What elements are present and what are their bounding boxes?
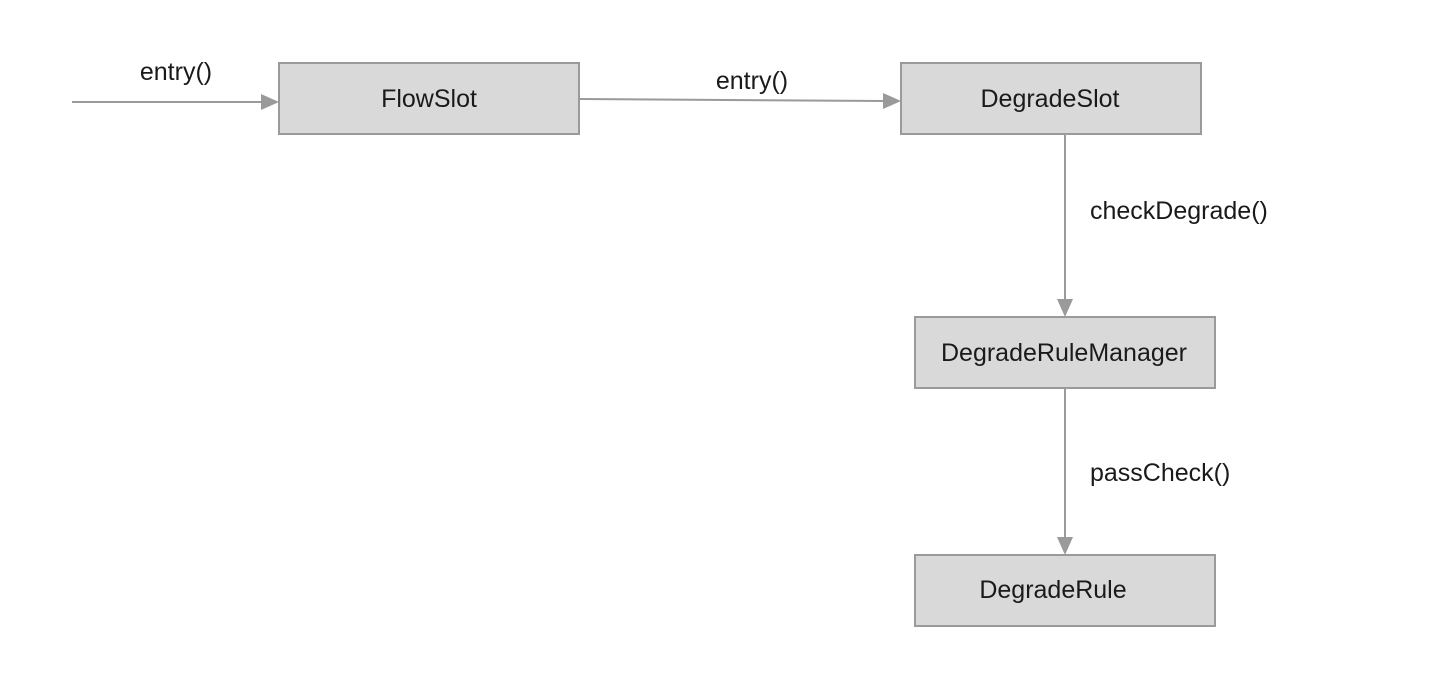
arrowhead-icon xyxy=(1057,537,1073,555)
node-degrade-rule-manager: DegradeRuleManager xyxy=(914,316,1216,389)
arrowhead-icon xyxy=(883,93,901,109)
node-degrade-rule: DegradeRule xyxy=(914,554,1216,627)
edge-label-incoming-entry: entry() xyxy=(140,58,212,86)
edge-incoming-entry: entry() xyxy=(72,58,279,110)
node-degrade-slot: DegradeSlot xyxy=(900,62,1202,135)
edge-label-flowslot-to-degradeslot: entry() xyxy=(716,67,788,95)
edge-label-check-degrade: checkDegrade() xyxy=(1090,197,1268,225)
edge-pass-check: passCheck() xyxy=(1057,389,1230,555)
node-degrade-rule-manager-label: DegradeRuleManager xyxy=(941,339,1187,367)
node-degrade-slot-label: DegradeSlot xyxy=(981,85,1120,113)
edge-flowslot-to-degradeslot: entry() xyxy=(579,67,901,109)
edge-check-degrade: checkDegrade() xyxy=(1057,135,1268,317)
node-degrade-rule-label: DegradeRule xyxy=(979,576,1126,604)
arrowhead-icon xyxy=(261,94,279,110)
node-flow-slot-label: FlowSlot xyxy=(381,85,477,113)
node-flow-slot: FlowSlot xyxy=(278,62,580,135)
arrowhead-icon xyxy=(1057,299,1073,317)
edge-label-pass-check: passCheck() xyxy=(1090,459,1230,487)
